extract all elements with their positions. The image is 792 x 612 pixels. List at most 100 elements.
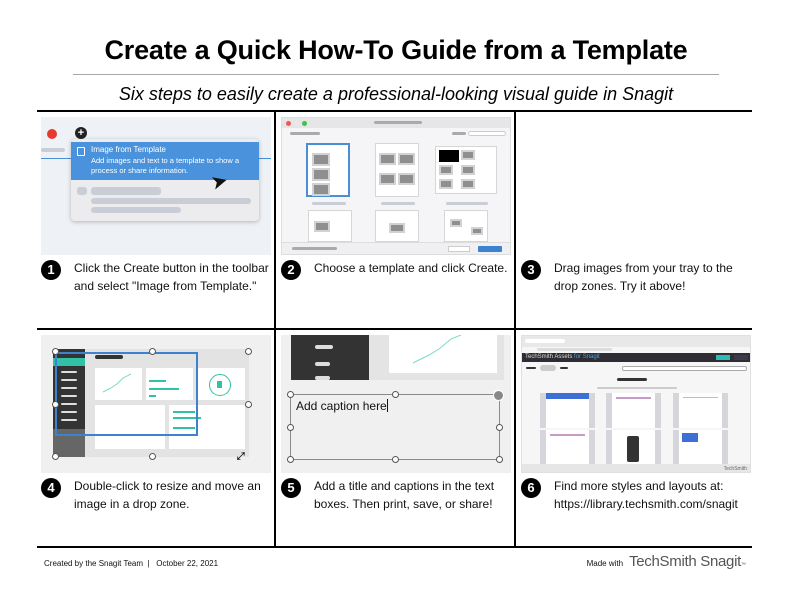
sidebar-item-placeholder [61, 371, 77, 373]
lock-icon[interactable] [493, 390, 504, 401]
template-thumbnail[interactable] [435, 146, 497, 194]
nav-button[interactable] [734, 355, 748, 360]
step-number-badge: 2 [281, 260, 301, 280]
step-text: Find more styles and layouts at: https:/… [554, 479, 738, 511]
template-thumbnail[interactable] [308, 210, 352, 242]
image-placeholder-icon [471, 227, 483, 235]
menu-text-placeholder [91, 187, 161, 195]
resize-handle[interactable] [245, 348, 252, 355]
resize-handle[interactable] [287, 456, 294, 463]
template-thumbnail[interactable] [673, 430, 728, 465]
resize-handle[interactable] [245, 401, 252, 408]
step-1-screenshot[interactable]: + Image from Template Add images and tex… [41, 117, 271, 255]
site-navbar: TechSmith Assets for Snagit [522, 353, 750, 362]
step-1-instruction: 1 Click the Create button in the toolbar… [41, 259, 269, 295]
menu-text-placeholder [91, 207, 181, 213]
resize-handle[interactable] [149, 348, 156, 355]
step-number-badge: 3 [521, 260, 541, 280]
browser-tab [525, 339, 565, 343]
step-4-screenshot[interactable]: ↕ [41, 335, 271, 473]
menu-icon-placeholder [77, 187, 87, 195]
step-3-instruction: 3 Drag images from your tray to the drop… [521, 259, 749, 295]
page-title: Create a Quick How-To Guide from a Templ… [104, 35, 688, 65]
resize-handle[interactable] [392, 456, 399, 463]
title-divider [73, 74, 719, 75]
create-button[interactable] [478, 246, 502, 252]
step-text: Double-click to resize and move an image… [74, 479, 261, 511]
step-2-screenshot[interactable] [281, 117, 511, 255]
step-3-drop-zone[interactable] [521, 117, 751, 255]
template-thumbnail[interactable] [444, 210, 488, 242]
phone-icon [627, 436, 639, 462]
filter-templates [540, 365, 556, 371]
template-thumbnail[interactable] [606, 393, 661, 428]
sidebar-item-placeholder [315, 362, 330, 366]
resize-handle[interactable] [496, 456, 503, 463]
step-3-cell: 3 Drag images from your tray to the drop… [517, 112, 753, 328]
label-placeholder [312, 202, 346, 205]
grid-border-bottom [37, 546, 752, 548]
step-1-cell: + Image from Template Add images and tex… [37, 112, 273, 328]
blue-header [546, 393, 589, 399]
resize-handle[interactable] [287, 424, 294, 431]
search-input[interactable] [622, 366, 747, 371]
footer-label-placeholder [292, 247, 337, 250]
template-thumbnail[interactable] [673, 393, 728, 428]
pink-header [616, 397, 651, 399]
image-placeholder-icon [312, 153, 330, 166]
step-6-screenshot[interactable]: TechSmith Assets for Snagit TechSmith [521, 335, 751, 473]
resize-handle[interactable] [287, 391, 294, 398]
brand-name: TechSmith Assets [525, 354, 573, 360]
image-placeholder-icon [461, 165, 475, 175]
image-placeholder-icon [398, 173, 415, 185]
donut-chart-icon [209, 374, 231, 396]
site-footer: TechSmith [522, 464, 750, 472]
image-placeholder-icon [398, 153, 415, 165]
donut-card [197, 368, 245, 400]
step-6-instruction: 6 Find more styles and layouts at: https… [521, 477, 749, 513]
grid-divider-2 [514, 110, 516, 548]
page-subtitle: Six steps to easily create a professiona… [118, 84, 674, 104]
sidebar-item-placeholder [61, 411, 77, 413]
caption-text-box[interactable]: Add caption here [287, 390, 504, 463]
image-selection-frame[interactable] [55, 352, 198, 436]
resize-handle[interactable] [496, 424, 503, 431]
resize-handle[interactable] [52, 401, 59, 408]
steps-grid: + Image from Template Add images and tex… [37, 110, 752, 548]
made-with-label: Made with [586, 559, 624, 568]
sidebar-item-placeholder [61, 379, 77, 381]
filter-placeholder [526, 367, 536, 369]
template-thumbnail-selected[interactable] [306, 143, 350, 197]
cancel-button[interactable] [448, 246, 470, 252]
image-placeholder-icon [379, 173, 396, 185]
text-cursor [386, 399, 388, 412]
template-thumbnail[interactable] [540, 393, 595, 428]
caption-input[interactable]: Add caption here [296, 399, 388, 413]
filter-placeholder [560, 367, 568, 369]
nav-button[interactable] [716, 355, 730, 360]
template-thumbnail[interactable] [540, 430, 595, 465]
bars-card [146, 368, 193, 400]
minimize-dot-icon [294, 121, 299, 126]
image-placeholder-icon [450, 219, 462, 227]
step-5-screenshot[interactable]: Add caption here [281, 335, 511, 473]
resize-handle[interactable] [149, 453, 156, 460]
template-thumbnail[interactable] [375, 210, 419, 242]
image-placeholder-icon [379, 153, 396, 165]
step-4-instruction: 4 Double-click to resize and move an ima… [41, 477, 269, 513]
grid-border-top [37, 110, 752, 112]
resize-handle[interactable] [52, 453, 59, 460]
resize-handle[interactable] [392, 391, 399, 398]
resize-handle[interactable] [52, 348, 59, 355]
footer-brand: TechSmith [723, 466, 747, 472]
template-thumbnail[interactable] [606, 430, 661, 465]
menu-item-image-from-template[interactable]: Image from Template Add images and text … [71, 142, 259, 180]
pink-header [550, 434, 585, 436]
step-text: Add a title and captions in the text box… [314, 479, 495, 511]
template-thumbnail[interactable] [375, 143, 419, 197]
step-6-cell: TechSmith Assets for Snagit TechSmith 6 … [517, 330, 753, 546]
dashboard-mock [53, 349, 249, 457]
title-placeholder [374, 121, 422, 124]
menu-text-placeholder [91, 198, 251, 204]
line-chart-icon [102, 373, 132, 393]
